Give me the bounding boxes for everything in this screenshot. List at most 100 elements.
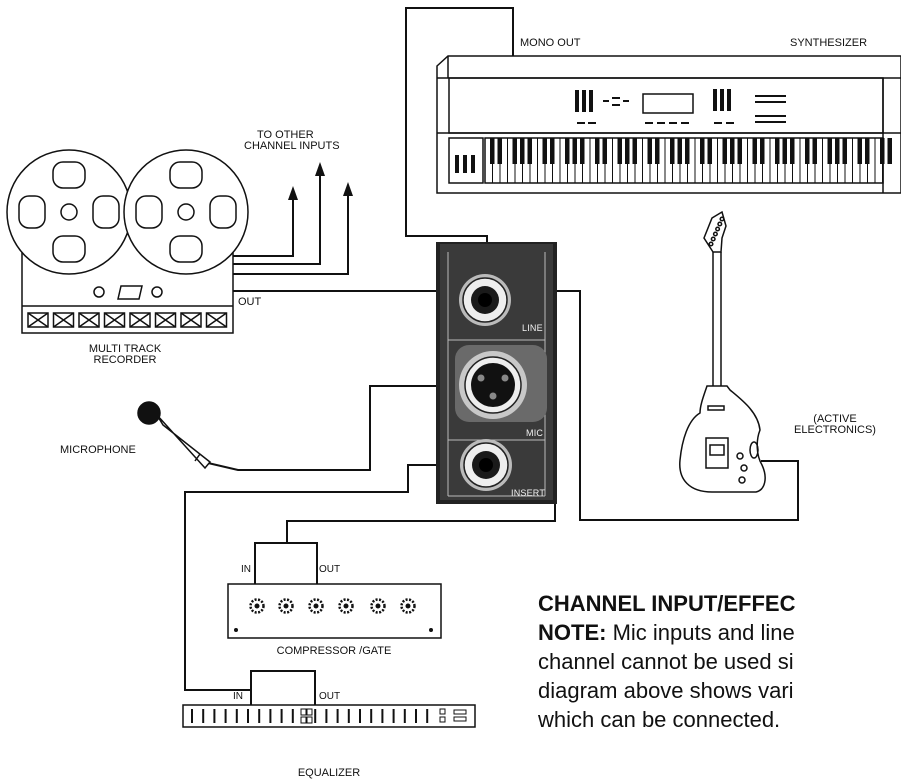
recorder-head: [117, 285, 143, 300]
guitar-cable: [505, 290, 799, 521]
recorder-button: [205, 312, 228, 328]
line-jack-label: LINE: [522, 323, 543, 333]
compressor-knob-center: [405, 603, 411, 609]
arrowheads: [288, 162, 353, 200]
recorder-button: [103, 312, 126, 328]
compressor-knob-center: [375, 603, 381, 609]
microphone-icon: [137, 401, 212, 470]
guitar-icon: [679, 210, 766, 493]
recorder-button: [129, 312, 151, 328]
equalizer-slider: [370, 709, 373, 723]
equalizer-slider: [415, 709, 417, 723]
guitar-tuner: [717, 221, 723, 227]
synth-display-digit: [612, 97, 620, 99]
guitar-tuner: [712, 231, 718, 237]
equalizer-slider: [235, 709, 238, 723]
synth-display-digit: [612, 104, 620, 106]
synth-display-digit: [589, 90, 593, 112]
arrow-up-icon: [315, 162, 325, 176]
recorder-button-mark: [206, 312, 227, 328]
arrow-up-icon: [288, 186, 298, 200]
equalizer-slider: [347, 709, 350, 723]
synth-button-row: [755, 95, 786, 97]
recorder-buttons: [27, 312, 228, 328]
note-line-3: diagram above shows vari: [538, 678, 794, 703]
synth-wheel: [471, 155, 475, 173]
compressor-out-label: OUT: [319, 564, 341, 575]
note-line-2: channel cannot be used si: [538, 649, 794, 674]
recorder-knob: [93, 286, 105, 298]
synthesizer-label: SYNTHESIZER: [790, 37, 868, 49]
compressor-screw: [234, 628, 238, 632]
synth-display-digit: [645, 122, 653, 124]
equalizer-slider: [359, 709, 361, 723]
compressor-label: COMPRESSOR /GATE: [276, 645, 392, 657]
equalizer-slider: [426, 709, 429, 723]
eq-loop: [250, 670, 316, 705]
black-key: [887, 138, 892, 164]
equalizer-in-label: IN: [233, 691, 243, 702]
compressor-screw: [429, 628, 433, 632]
guitar-tuner: [710, 236, 716, 242]
active-label-1: (ACTIVE: [813, 413, 857, 425]
mic-jack-label: MIC: [526, 428, 544, 438]
synth-control-panel: [448, 77, 884, 134]
note-block: CHANNEL INPUT/EFFEC NOTE: Mic inputs and…: [538, 589, 901, 734]
compressor-knobs: [249, 598, 416, 614]
recorder-button-mark: [129, 312, 151, 328]
equalizer-slider: [258, 709, 261, 723]
equalizer-switch: [439, 716, 446, 723]
synth-display-digit: [727, 89, 731, 111]
mic-cable: [207, 385, 462, 471]
equalizer-slider: [291, 709, 294, 723]
equalizer-switch: [439, 708, 446, 715]
guitar-jack: [749, 441, 759, 459]
guitar-knob: [740, 464, 748, 472]
other-inputs-cable-3: [233, 193, 349, 275]
microphone-label: MICROPHONE: [60, 444, 136, 456]
compressor-knob-center: [313, 603, 319, 609]
guitar-tuner: [715, 226, 721, 232]
to-other-label: TO OTHER: [257, 129, 314, 141]
recorder-button-mark: [27, 312, 49, 328]
guitar-bridge: [709, 444, 725, 456]
synth-display-digit: [577, 122, 585, 124]
xlr-jack-icon: [459, 351, 527, 419]
recorder-label-1: MULTI TRACK: [88, 343, 162, 355]
equalizer-sliders: [191, 708, 467, 724]
equalizer-slider: [392, 709, 395, 723]
compressor-knob-center: [283, 603, 289, 609]
synth-display-digit: [681, 122, 689, 124]
other-inputs-cable-1: [233, 198, 294, 257]
synth-display-digit: [582, 90, 586, 112]
equalizer-switch: [300, 716, 307, 724]
recorder-button-mark: [104, 312, 125, 328]
synth-display-digit: [588, 122, 596, 124]
note-prefix: NOTE:: [538, 620, 607, 645]
equalizer-switch: [453, 716, 467, 722]
note-line-1-text: Mic inputs and line: [606, 620, 795, 645]
synth-cable: [405, 7, 514, 274]
synth-controls: [455, 89, 786, 173]
synth-lcd: [642, 93, 694, 114]
recorder-button-mark: [180, 312, 202, 328]
recorder-button: [180, 312, 202, 328]
equalizer-label: EQUALIZER: [297, 767, 361, 779]
other-inputs-cable-2: [233, 172, 321, 265]
equalizer-body: [182, 704, 476, 728]
synth-wheel: [463, 155, 467, 173]
recorder-knob: [151, 286, 163, 298]
equalizer-slider: [325, 709, 328, 723]
equalizer-slider: [247, 709, 249, 723]
guitar-knob: [736, 452, 744, 460]
reel-right-icon: [123, 149, 249, 275]
equalizer-slider: [280, 709, 283, 723]
equalizer-switch: [300, 708, 307, 716]
recorder-button-mark: [78, 312, 100, 328]
channel-input-panel: [436, 242, 557, 504]
guitar-tuner: [708, 241, 714, 247]
synth-button-row: [755, 121, 786, 123]
insert-jack-label: INSERT: [511, 488, 546, 498]
comp-loop: [254, 542, 318, 584]
